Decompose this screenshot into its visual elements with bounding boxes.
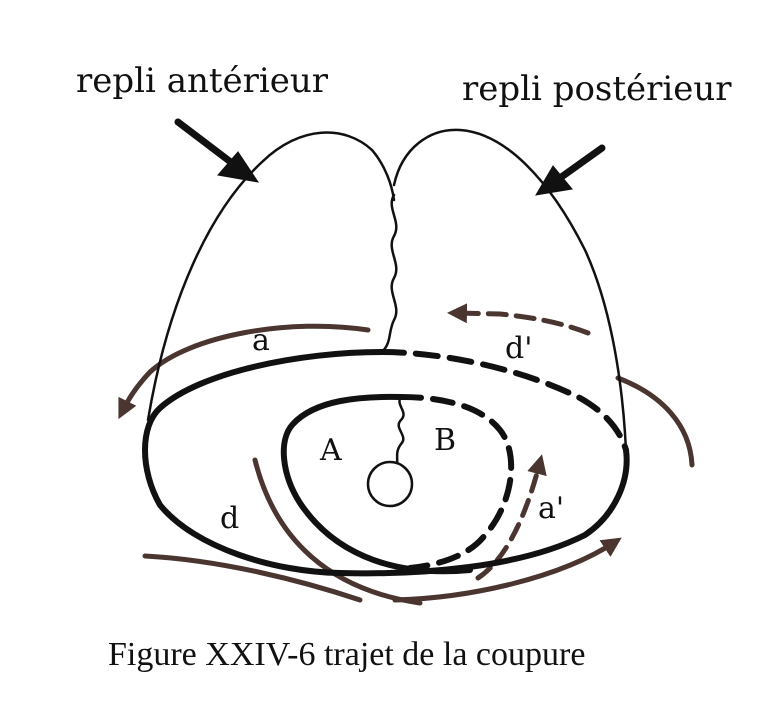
pointer-arrows (174, 118, 606, 196)
arrow-outer-right (615, 375, 695, 468)
inner-loop-solid (280, 393, 473, 575)
arrow-a-prime (475, 454, 547, 581)
label-posterior-fold: repli postérieur (462, 69, 732, 109)
fold-junction-wavy (380, 193, 398, 354)
rotation-arrows (118, 303, 695, 606)
label-d: d (220, 501, 239, 536)
label-d-prime: d' (505, 331, 532, 366)
arrow-d-lower (252, 457, 423, 606)
anterior-pointer-arrow (174, 118, 260, 183)
inner-wavy (395, 395, 405, 465)
inner-loop-dashed (398, 394, 515, 571)
posterior-pointer-arrow (535, 144, 606, 196)
label-A: A (319, 433, 342, 468)
arrow-d-prime (447, 303, 591, 336)
cut-trajectory (142, 349, 630, 577)
label-B: B (434, 423, 456, 458)
anterior-fold (146, 131, 396, 422)
label-anterior-fold: repli antérieur (76, 61, 329, 101)
figure-caption: Figure XXIV-6 trajet de la coupure (108, 636, 585, 673)
arrow-a (118, 323, 371, 420)
center-circle (366, 460, 414, 508)
arrow-bottom-left (142, 553, 363, 603)
outer-loop-solid (142, 349, 630, 577)
arrow-bottom-right (392, 537, 622, 603)
label-a-prime: a' (538, 491, 564, 526)
outer-loop-dashed (379, 349, 629, 453)
label-a: a (252, 323, 270, 358)
